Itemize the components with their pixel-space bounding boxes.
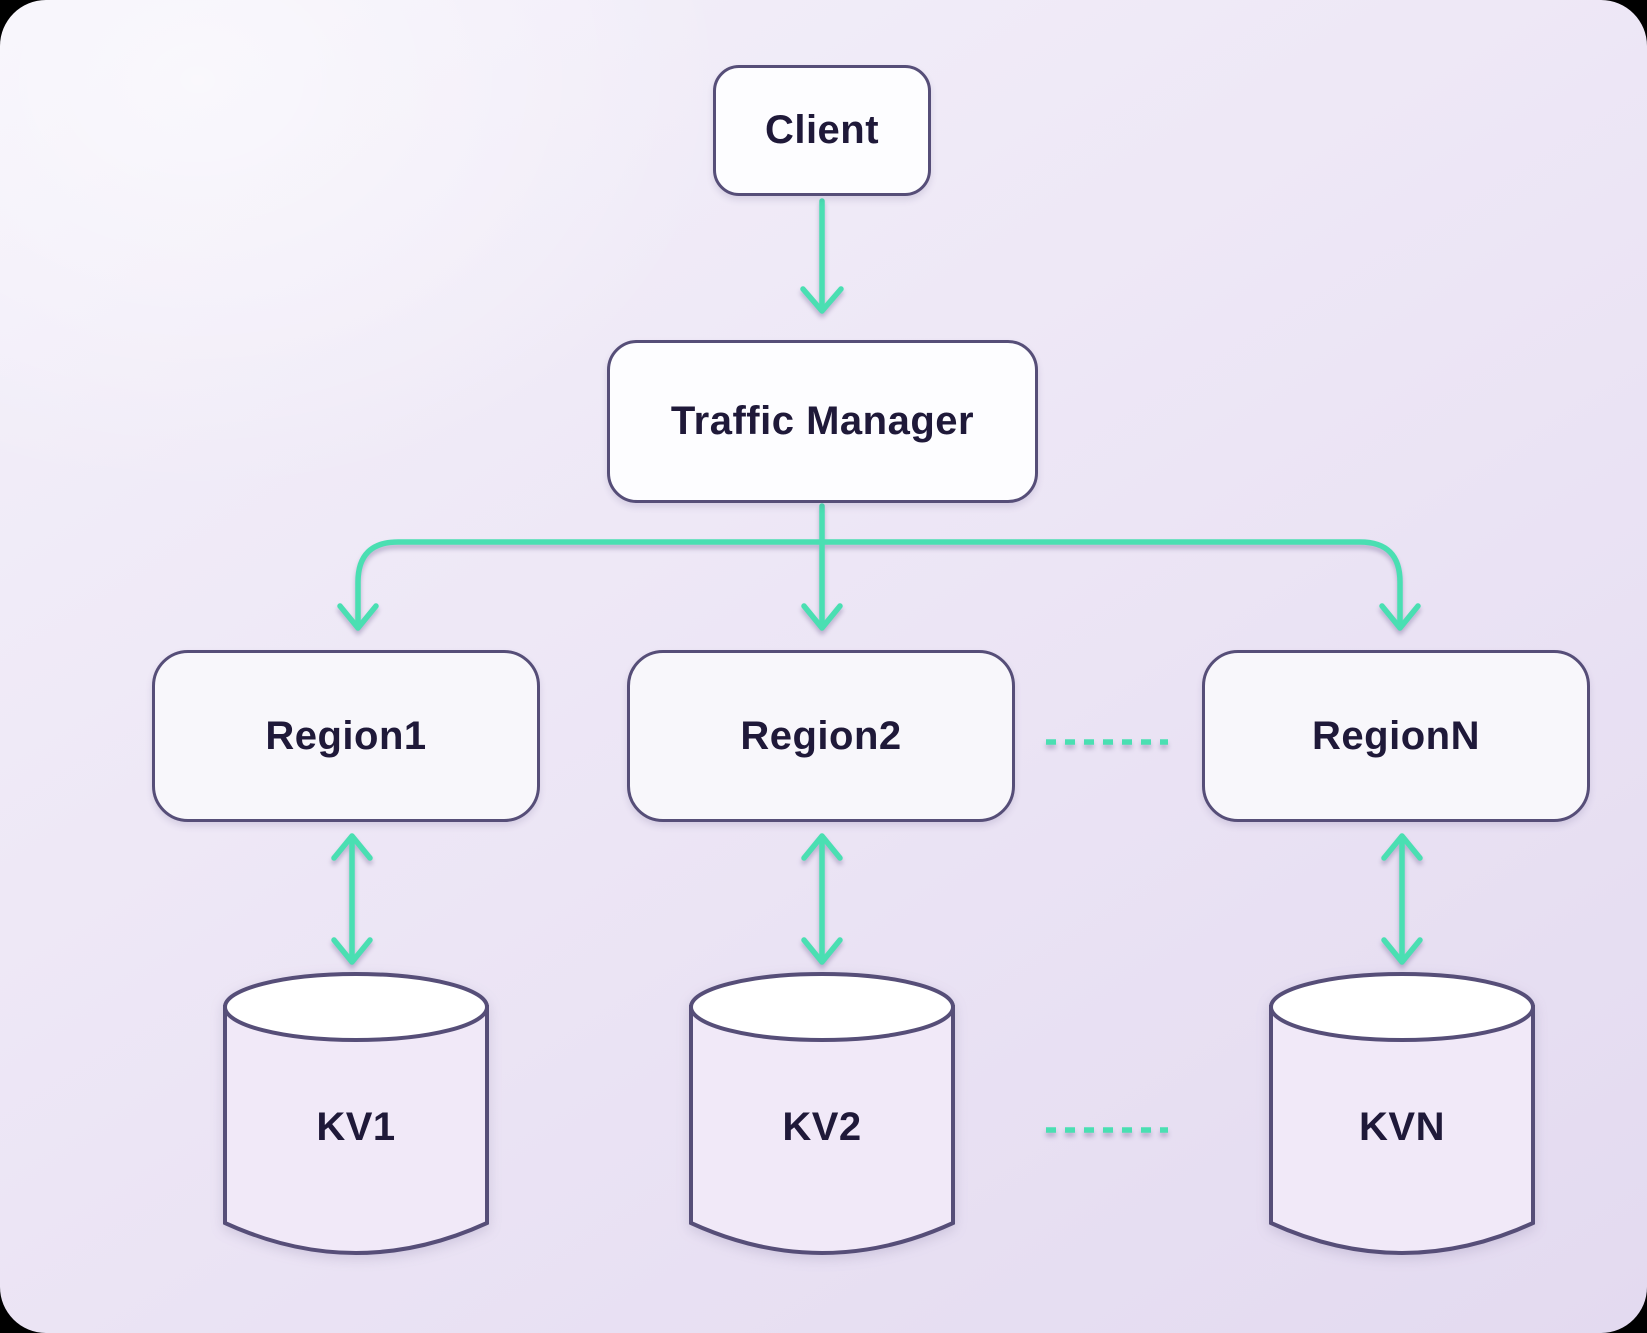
arrowhead-region1 (337, 603, 379, 631)
node-kv1-label: KV1 (316, 1105, 396, 1149)
node-region1-label: Region1 (265, 713, 427, 758)
node-client-label: Client (764, 108, 880, 152)
node-traffic-manager-label: Traffic Manager (670, 399, 975, 443)
arrow-region1-kv1 (331, 833, 373, 965)
node-kv2-label: KV2 (782, 1105, 862, 1149)
node-region2: Region2 (627, 650, 1015, 822)
arrowhead-region2 (801, 603, 843, 631)
arrow-traffic-manager-branch (337, 503, 1421, 631)
node-client: Client (713, 65, 931, 196)
arrowhead-regionN (1379, 603, 1421, 631)
node-kv2-cylinder: KV2 (688, 971, 956, 1263)
arrow-regionN-kvN (1381, 833, 1423, 965)
arrow-region2-kv2 (801, 833, 843, 965)
node-regionN-label: RegionN (1312, 713, 1480, 758)
node-kv1-cylinder: KV1 (222, 971, 490, 1263)
node-kvN-cylinder: KVN (1268, 971, 1536, 1263)
database-cylinder-icon (223, 972, 489, 1255)
database-cylinder-icon (1269, 972, 1535, 1255)
database-cylinder-icon (689, 972, 955, 1255)
node-region2-label: Region2 (740, 713, 902, 758)
node-regionN: RegionN (1202, 650, 1590, 822)
node-kvN-label: KVN (1359, 1105, 1445, 1149)
node-region1: Region1 (152, 650, 540, 822)
arrow-client-to-traffic-manager (800, 198, 844, 314)
node-traffic-manager: Traffic Manager (607, 340, 1038, 503)
